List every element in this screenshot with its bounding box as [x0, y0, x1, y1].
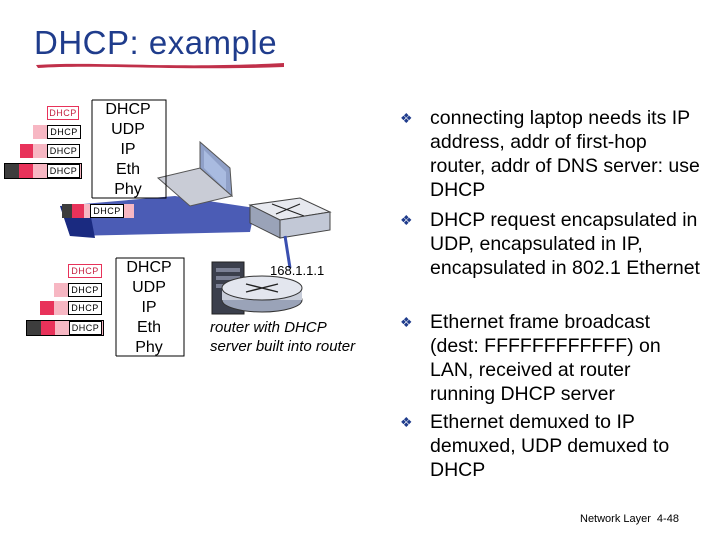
packet-link-server: DHCP: [26, 320, 104, 336]
router-note: router with DHCP server built into route…: [210, 319, 356, 355]
packet-app: DHCP: [47, 106, 79, 120]
router-ip-label: 168.1.1.1: [270, 263, 325, 278]
packet-network-server: DHCP: [40, 301, 102, 315]
stack-layer-link: Eth: [136, 319, 161, 336]
diamond-bullet-icon: ❖: [400, 314, 413, 330]
title-underline: [36, 63, 284, 69]
diamond-bullet-icon: ❖: [400, 212, 413, 228]
client-stack-border: [91, 99, 167, 199]
packet-app-server: DHCP: [68, 264, 102, 278]
stack-layer-transport: UDP: [111, 121, 145, 138]
stack-layer-link: Eth: [115, 161, 140, 178]
footer-page-number: 4-48: [656, 513, 679, 525]
switch-icon: [248, 197, 332, 239]
packet-transport: DHCP: [33, 125, 81, 139]
server-protocol-stack: DHCP UDP IP Eth Phy: [116, 258, 182, 358]
laptop-icon: [156, 140, 234, 207]
diamond-bullet-icon: ❖: [400, 110, 413, 126]
slide-footer: Network Layer 4-48: [580, 513, 679, 525]
packet-on-link: DHCP: [62, 204, 134, 218]
stack-layer-app: DHCP: [126, 259, 172, 276]
stack-layer-physical: Phy: [114, 181, 142, 198]
diamond-bullet-icon: ❖: [400, 414, 413, 430]
packet-transport-server: DHCP: [54, 283, 102, 297]
page-title: DHCP: example: [34, 24, 278, 61]
stack-layer-network: IP: [141, 299, 157, 316]
packet-link: DHCP: [4, 163, 82, 179]
stack-layer-app: DHCP: [105, 101, 151, 118]
stack-layer-transport: UDP: [132, 279, 166, 296]
stack-layer-physical: Phy: [135, 339, 163, 356]
packet-network: DHCP: [20, 144, 80, 158]
server-stack-border: [115, 257, 185, 357]
footer-section: Network Layer: [580, 513, 651, 525]
stack-layer-network: IP: [120, 141, 136, 158]
router-icon: [221, 275, 303, 313]
client-protocol-stack: DHCP UDP IP Eth Phy: [92, 100, 164, 200]
